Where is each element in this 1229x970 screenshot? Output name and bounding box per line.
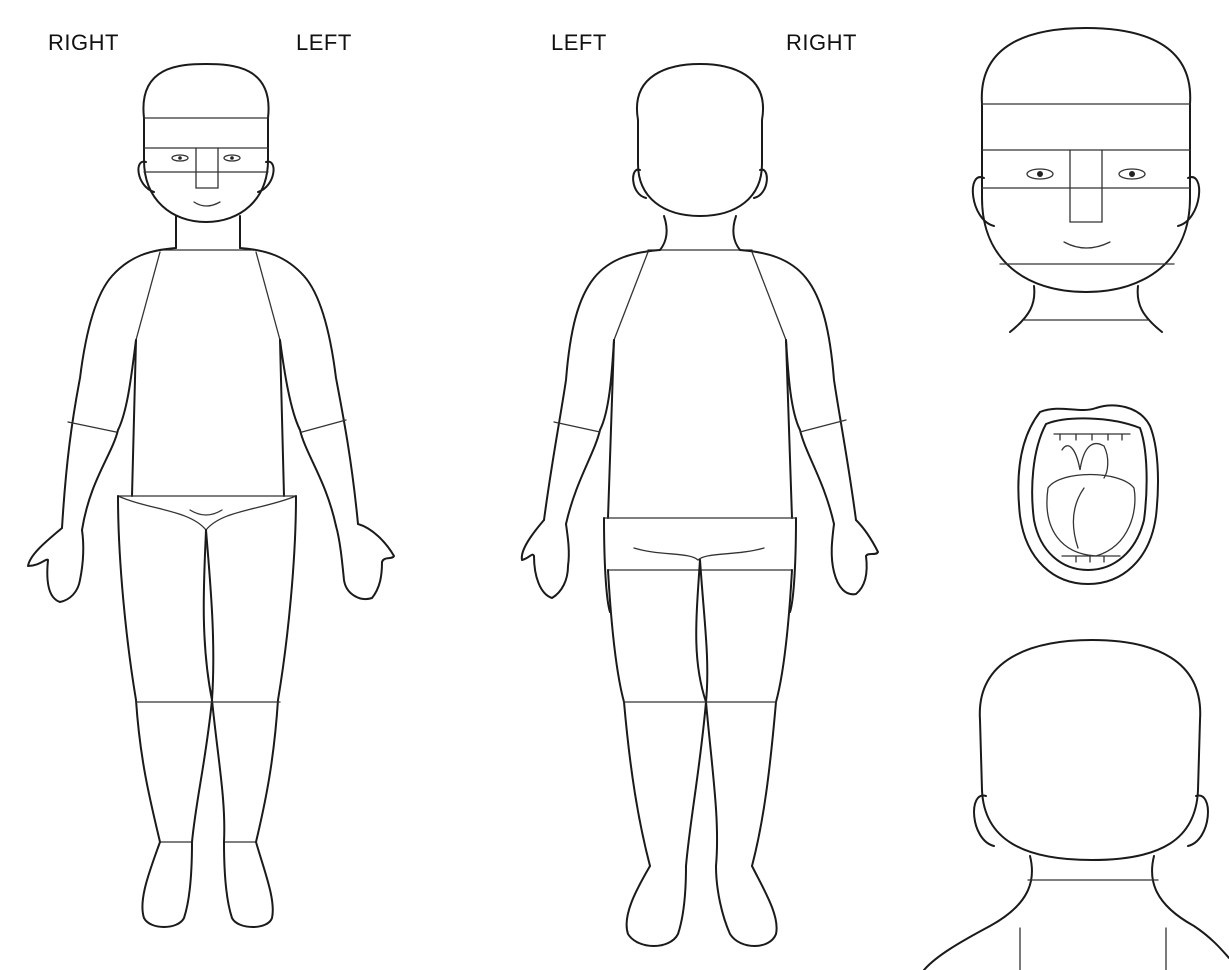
back-body-figure	[522, 64, 878, 946]
back-of-head-closeup	[924, 626, 1229, 970]
front-body-figure	[28, 64, 394, 927]
mouth-closeup	[1018, 405, 1158, 584]
face-closeup	[930, 0, 1229, 335]
